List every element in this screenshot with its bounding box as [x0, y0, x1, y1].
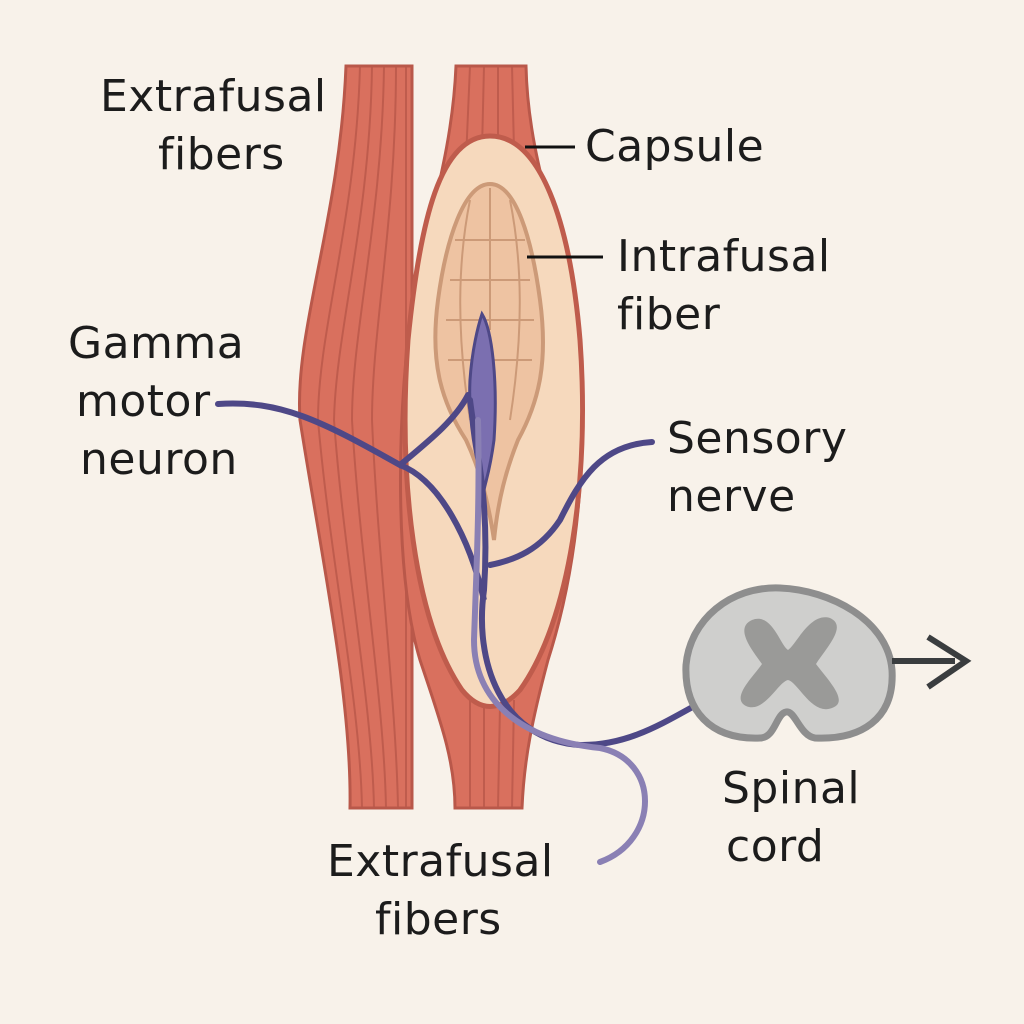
label-line: fibers — [375, 894, 502, 945]
label-capsule: Capsule — [585, 118, 764, 176]
label-line: Capsule — [585, 121, 765, 172]
intrafusal-striations — [446, 188, 534, 421]
motor-efferent-light — [470, 417, 648, 865]
arrow-icon — [892, 634, 972, 690]
gamma-motor-neuron-axon — [215, 392, 471, 469]
label-spinal-cord: Spinal cord — [722, 760, 860, 876]
extrafusal-muscle-left — [297, 64, 414, 810]
label-line: Extrafusal — [100, 71, 327, 122]
sensory-afferent — [467, 397, 729, 749]
sensory-nerve-branch — [487, 439, 655, 568]
muscle-striations-left — [316, 65, 407, 809]
label-line: fiber — [617, 289, 721, 340]
label-line: Sensory — [667, 413, 848, 464]
spinal-cord — [682, 584, 896, 742]
label-line: Intrafusal — [617, 231, 831, 282]
label-line: fibers — [158, 129, 285, 180]
label-line: neuron — [80, 434, 238, 485]
label-line: nerve — [667, 471, 796, 522]
label-line: Spinal — [722, 763, 861, 814]
label-line: Gamma — [68, 318, 245, 369]
label-sensory-nerve: Sensory nerve — [667, 410, 847, 526]
label-intrafusal-fiber: Intrafusal fiber — [617, 228, 831, 344]
label-line: cord — [726, 821, 825, 872]
label-line: motor — [76, 376, 211, 427]
label-gamma-motor-neuron: Gamma motor neuron — [68, 315, 244, 489]
label-line: Extrafusal — [327, 836, 554, 887]
label-extrafusal-fibers-bottom: Extrafusal fibers — [327, 833, 554, 949]
label-extrafusal-fibers-top: Extrafusal fibers — [100, 68, 327, 184]
